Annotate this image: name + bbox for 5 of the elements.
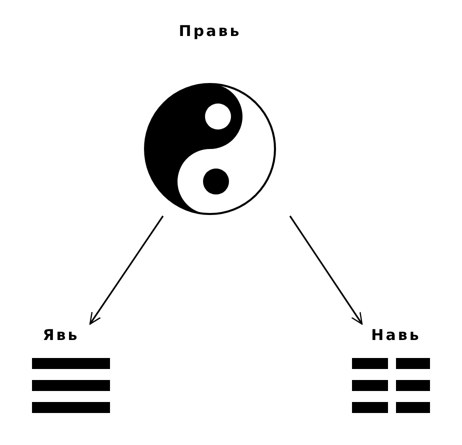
node-label: Навь xyxy=(370,326,422,344)
arrow xyxy=(289,216,363,325)
node-label: Правь xyxy=(178,22,242,40)
node-label: Явь xyxy=(42,326,80,344)
arrow xyxy=(89,216,164,325)
